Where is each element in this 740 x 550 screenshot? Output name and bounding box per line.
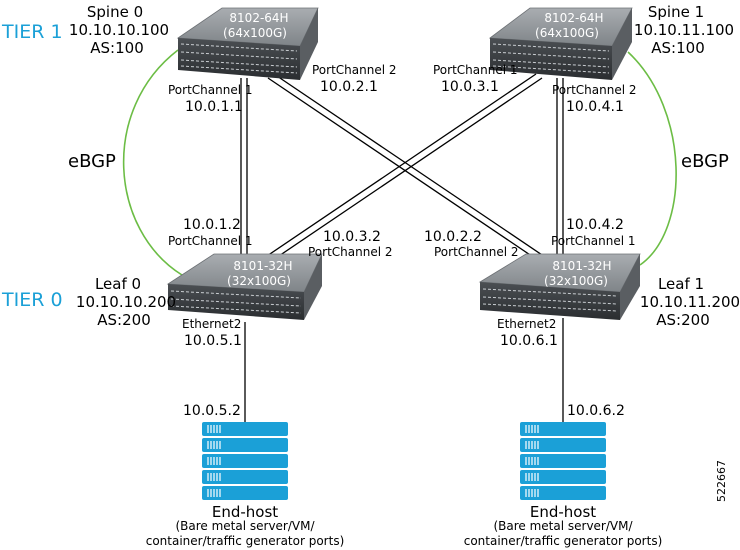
spine-1-as: AS:100 (651, 39, 705, 57)
spine-0-portchannel-1-ip: 10.0.1.1 (185, 99, 243, 115)
spine-0-portchannel-1-label: PortChannel 1 (168, 83, 253, 97)
link-spine0-leaf0 (240, 78, 248, 255)
end-host-0-desc-2: container/traffic generator ports) (145, 534, 345, 548)
spine-1-portchannel-1-ip: 10.0.3.1 (441, 79, 499, 95)
spine-1-ports: (64x100G) (535, 26, 599, 40)
end-host-0-desc-1: (Bare metal server/VM/ (175, 519, 315, 533)
spine-1-portchannel-2-ip: 10.0.4.1 (566, 99, 624, 115)
leaf-1-as: AS:200 (656, 311, 710, 329)
spine-1-portchannel-1-label: PortChannel 1 (433, 63, 518, 77)
leaf-0-ip: 10.10.10.200 (75, 293, 177, 311)
leaf-0-ethernet-label: Ethernet2 (182, 317, 242, 331)
spine-0-model: 8102-64H (229, 11, 289, 25)
ebgp-link-right (627, 51, 677, 266)
leaf-1-portchannel-2-label: PortChannel 2 (434, 245, 519, 259)
link-spine0-leaf1 (267, 73, 552, 266)
spine-1-model: 8102-64H (544, 11, 604, 25)
leaf-1-portchannel-1-ip: 10.0.4.2 (566, 217, 624, 233)
tier-0-label: TIER 0 (2, 289, 63, 311)
leaf-1-portchannel-1-label: PortChannel 1 (551, 234, 636, 248)
ebgp-label-right: eBGP (681, 151, 729, 172)
spine-0-ip: 10.10.10.100 (68, 21, 170, 39)
leaf-1-ethernet-label: Ethernet2 (497, 317, 557, 331)
leaf-0-model: 8101-32H (233, 259, 293, 273)
leaf-0-portchannel-1-label: PortChannel 1 (168, 234, 253, 248)
spine-0-ports: (64x100G) (223, 26, 287, 40)
spine-0-portchannel-2-label: PortChannel 2 (312, 63, 397, 77)
leaf-0-portchannel-1-ip: 10.0.1.2 (183, 217, 241, 233)
ebgp-label-left: eBGP (68, 151, 116, 172)
leaf-0-ports: (32x100G) (227, 274, 291, 288)
end-host-0-server-icon (202, 422, 288, 500)
spine-1-ip: 10.10.11.100 (633, 21, 735, 39)
spine-1-name: Spine 1 (647, 3, 705, 21)
figure-id: 522667 (715, 460, 728, 502)
spine-0-switch (176, 7, 319, 80)
link-spine1-leaf1 (556, 78, 564, 265)
spine-1-portchannel-2-label: PortChannel 2 (552, 83, 637, 97)
spine-0-as: AS:100 (90, 39, 144, 57)
leaf-0-switch (166, 253, 323, 320)
end-host-1-desc-2: container/traffic generator ports) (463, 534, 663, 548)
leaf-1-name: Leaf 1 (657, 275, 705, 293)
leaf-0-as: AS:200 (97, 311, 151, 329)
ebgp-link-left (122, 49, 183, 276)
leaf-0-portchannel-2-label: PortChannel 2 (308, 245, 393, 259)
leaf-0-portchannel-2-ip: 10.0.3.2 (323, 229, 381, 245)
end-host-0-ip: 10.0.5.2 (183, 403, 241, 419)
leaf-1-ethernet-ip: 10.0.6.1 (500, 333, 558, 349)
link-spine1-leaf0 (263, 73, 543, 263)
tier-1-label: TIER 1 (2, 21, 63, 43)
leaf-1-portchannel-2-ip: 10.0.2.2 (424, 229, 482, 245)
leaf-0-name: Leaf 0 (94, 275, 142, 293)
spine-0-portchannel-2-ip: 10.0.2.1 (320, 79, 378, 95)
leaf-0-ethernet-ip: 10.0.5.1 (184, 333, 242, 349)
end-host-1-title: End-host (529, 503, 597, 521)
leaf-1-ip: 10.10.11.200 (639, 293, 740, 311)
leaf-1-switch (478, 253, 641, 320)
leaf-1-ports: (32x100G) (544, 274, 608, 288)
end-host-1-desc-1: (Bare metal server/VM/ (493, 519, 633, 533)
end-host-1-server-icon (520, 422, 606, 500)
end-host-1-ip: 10.0.6.2 (567, 403, 625, 419)
end-host-0-title: End-host (211, 503, 279, 521)
leaf-1-model: 8101-32H (552, 259, 612, 273)
spine-0-name: Spine 0 (86, 3, 144, 21)
spine-1-switch (488, 7, 633, 80)
